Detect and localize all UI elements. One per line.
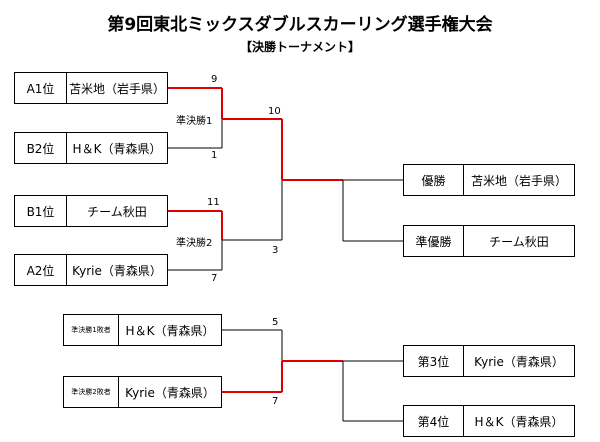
entry-box-a1: A1位 苫米地（岩手県） bbox=[14, 72, 168, 104]
result-box-third: 第3位 Kyrie（青森県） bbox=[403, 345, 575, 377]
final-score-bottom: 3 bbox=[272, 245, 279, 256]
tp-entry-team: H＆K（青森県） bbox=[125, 323, 215, 338]
entry-seed: B1位 bbox=[15, 196, 67, 226]
sf2-score-top: 11 bbox=[207, 197, 220, 208]
result-team: 苫米地（岩手県） bbox=[470, 173, 567, 188]
entry-team: H＆K（青森県） bbox=[72, 141, 162, 156]
sf2-label: 準決勝2 bbox=[176, 238, 213, 249]
tp-entry-seed: 準決勝2敗者 bbox=[64, 377, 119, 407]
result-box-fourth: 第4位 H＆K（青森県） bbox=[403, 405, 575, 437]
entry-seed: B2位 bbox=[15, 133, 67, 163]
entry-team: チーム秋田 bbox=[87, 204, 147, 219]
result-team: H＆K（青森県） bbox=[474, 414, 564, 429]
final-score-top: 10 bbox=[268, 106, 281, 117]
page-title: 第9回東北ミックスダブルスカーリング選手権大会 bbox=[107, 15, 493, 35]
result-team: Kyrie（青森県） bbox=[474, 354, 564, 369]
tp-entry-team: Kyrie（青森県） bbox=[125, 385, 215, 400]
entry-seed: A2位 bbox=[15, 255, 67, 285]
result-place: 第3位 bbox=[404, 346, 464, 376]
result-place: 準優勝 bbox=[404, 226, 464, 256]
entry-box-a2: A2位 Kyrie（青森県） bbox=[14, 254, 168, 286]
tp-entry-box-2: 準決勝2敗者 Kyrie（青森県） bbox=[63, 376, 222, 408]
tp-score-bottom: 7 bbox=[272, 396, 279, 407]
result-box-runner-up: 準優勝 チーム秋田 bbox=[403, 225, 575, 257]
sf2-score-bottom: 7 bbox=[211, 273, 218, 284]
sf1-score-top: 9 bbox=[211, 74, 218, 85]
sf1-label: 準決勝1 bbox=[176, 116, 213, 127]
entry-box-b2: B2位 H＆K（青森県） bbox=[14, 132, 168, 164]
tp-entry-box-1: 準決勝1敗者 H＆K（青森県） bbox=[63, 314, 222, 346]
result-box-champion: 優勝 苫米地（岩手県） bbox=[403, 164, 575, 196]
result-place: 優勝 bbox=[404, 165, 464, 195]
sf1-score-bottom: 1 bbox=[211, 150, 218, 161]
result-place: 第4位 bbox=[404, 406, 464, 436]
entry-team: Kyrie（青森県） bbox=[72, 263, 162, 278]
tp-score-top: 5 bbox=[272, 317, 279, 328]
entry-team: 苫米地（岩手県） bbox=[68, 81, 165, 96]
entry-seed: A1位 bbox=[15, 73, 67, 103]
entry-box-b1: B1位 チーム秋田 bbox=[14, 195, 168, 227]
page-subtitle: 【決勝トーナメント】 bbox=[239, 40, 360, 54]
result-team: チーム秋田 bbox=[489, 234, 549, 249]
tp-entry-seed: 準決勝1敗者 bbox=[64, 315, 119, 345]
